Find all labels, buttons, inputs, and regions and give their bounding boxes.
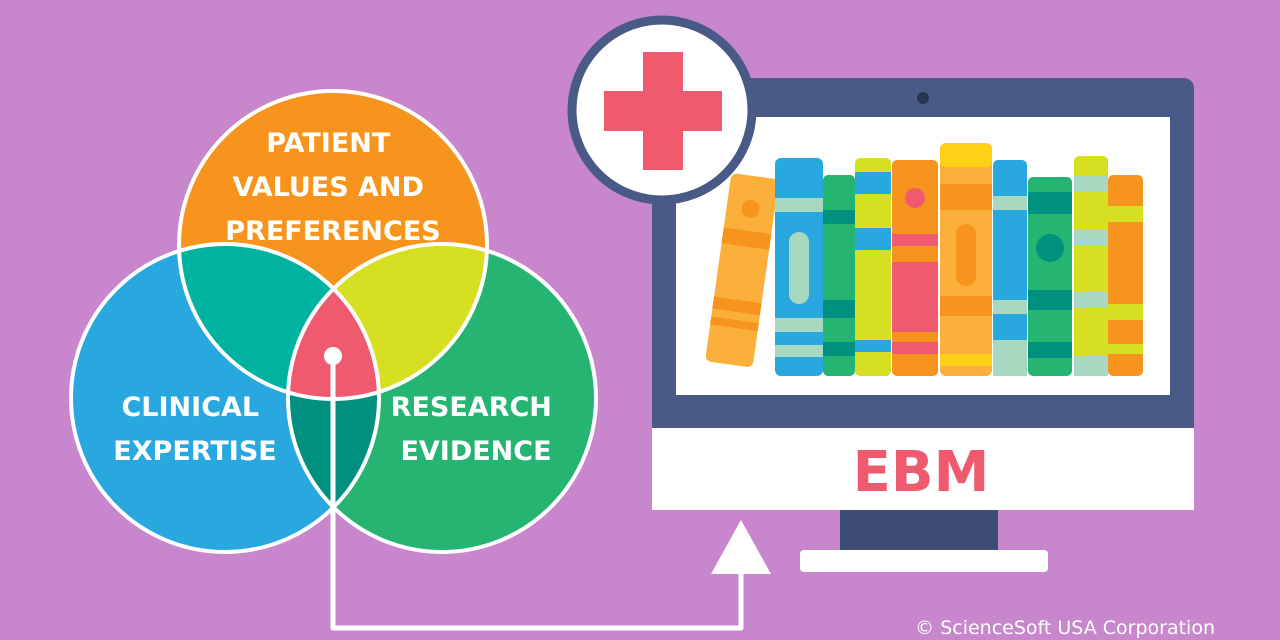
book-icon xyxy=(1108,175,1143,376)
label-clinical-expertise: CLINICAL EXPERTISE xyxy=(113,392,276,467)
medical-badge xyxy=(567,15,757,205)
webcam-icon xyxy=(917,92,929,104)
copyright-text: © ScienceSoft USA Corporation xyxy=(915,617,1215,639)
medical-cross-icon xyxy=(604,52,722,170)
book-icon xyxy=(775,158,823,376)
label-research-evidence: RESEARCH EVIDENCE xyxy=(391,392,562,467)
venn-diagram: PATIENT VALUES AND PREFERENCES CLINICAL … xyxy=(69,89,598,554)
arrow-head-icon xyxy=(711,520,771,574)
book-icon xyxy=(940,143,992,376)
book-icon xyxy=(1028,177,1072,376)
label-patient-values: PATIENT VALUES AND PREFERENCES xyxy=(225,128,440,247)
ebm-label: EBM xyxy=(853,440,990,505)
book-icon xyxy=(823,175,855,376)
connector-arrow xyxy=(324,347,771,631)
book-icon xyxy=(892,160,938,376)
book-shelf xyxy=(705,143,1143,376)
monitor: EBM xyxy=(652,78,1194,572)
book-icon xyxy=(705,173,779,367)
monitor-stand-neck xyxy=(840,510,998,552)
book-icon xyxy=(1074,156,1108,376)
book-icon xyxy=(855,158,891,376)
monitor-stand-base xyxy=(800,550,1048,572)
book-icon xyxy=(993,160,1027,376)
monitor-chin xyxy=(652,428,1194,510)
